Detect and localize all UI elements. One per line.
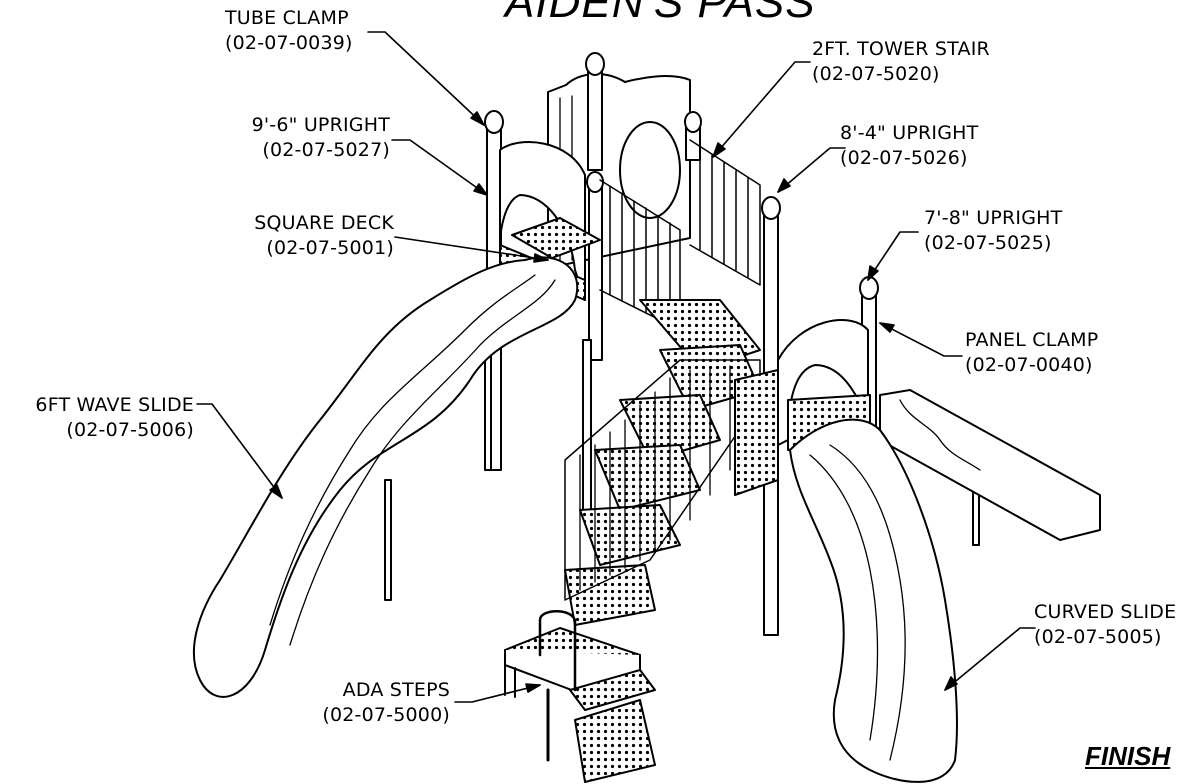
callout-square-deck: SQUARE DECK (02-07-5001) xyxy=(229,211,394,261)
callout-part-number: (02-07-5000) xyxy=(322,704,450,726)
callout-curved-slide: CURVED SLIDE (02-07-5005) xyxy=(1034,600,1176,650)
diagram-title: AIDEN'S PASS xyxy=(505,0,816,27)
callout-name: ADA STEPS xyxy=(342,679,450,701)
callout-upright-84: 8'-4" UPRIGHT (02-07-5026) xyxy=(840,121,978,171)
callout-part-number: (02-07-0039) xyxy=(225,32,353,54)
callout-part-number: (02-07-5006) xyxy=(66,419,194,441)
callout-part-number: (02-07-5026) xyxy=(840,147,968,169)
callout-part-number: (02-07-5005) xyxy=(1034,626,1162,648)
wave-slide xyxy=(192,256,579,698)
tower-stair xyxy=(564,299,761,626)
ada-steps xyxy=(504,610,656,783)
callout-name: 2FT. TOWER STAIR xyxy=(812,38,990,60)
callout-name: SQUARE DECK xyxy=(254,212,394,234)
leader-lines xyxy=(196,31,1036,703)
callout-wave-slide: 6FT WAVE SLIDE (02-07-5006) xyxy=(8,393,194,443)
callout-name: 8'-4" UPRIGHT xyxy=(840,122,979,144)
callout-name: PANEL CLAMP xyxy=(965,329,1099,351)
callout-name: CURVED SLIDE xyxy=(1034,601,1177,623)
callout-name: 6FT WAVE SLIDE xyxy=(35,394,194,416)
callout-panel-clamp: PANEL CLAMP (02-07-0040) xyxy=(965,328,1098,378)
callout-name: TUBE CLAMP xyxy=(225,7,349,29)
callout-tube-clamp: TUBE CLAMP (02-07-0039) xyxy=(225,6,353,56)
callout-name: 9'-6" UPRIGHT xyxy=(251,114,390,136)
callout-upright-78: 7'-8" UPRIGHT (02-07-5025) xyxy=(924,206,1062,256)
callout-part-number: (02-07-0040) xyxy=(965,354,1093,376)
callout-part-number: (02-07-5001) xyxy=(266,237,394,259)
callout-name: 7'-8" UPRIGHT xyxy=(924,207,1063,229)
callout-part-number: (02-07-5025) xyxy=(924,232,1052,254)
square-deck-grid xyxy=(511,217,601,259)
curved-slide xyxy=(789,418,958,783)
callout-ada-steps: ADA STEPS (02-07-5000) xyxy=(298,678,450,728)
callout-tower-stair: 2FT. TOWER STAIR (02-07-5020) xyxy=(812,37,990,87)
tower-railing xyxy=(599,139,761,331)
callout-part-number: (02-07-5027) xyxy=(262,139,390,161)
callout-upright-96: 9'-6" UPRIGHT (02-07-5027) xyxy=(220,113,390,163)
finish-label: FINISH xyxy=(1085,741,1171,771)
callout-part-number: (02-07-5020) xyxy=(812,63,940,85)
